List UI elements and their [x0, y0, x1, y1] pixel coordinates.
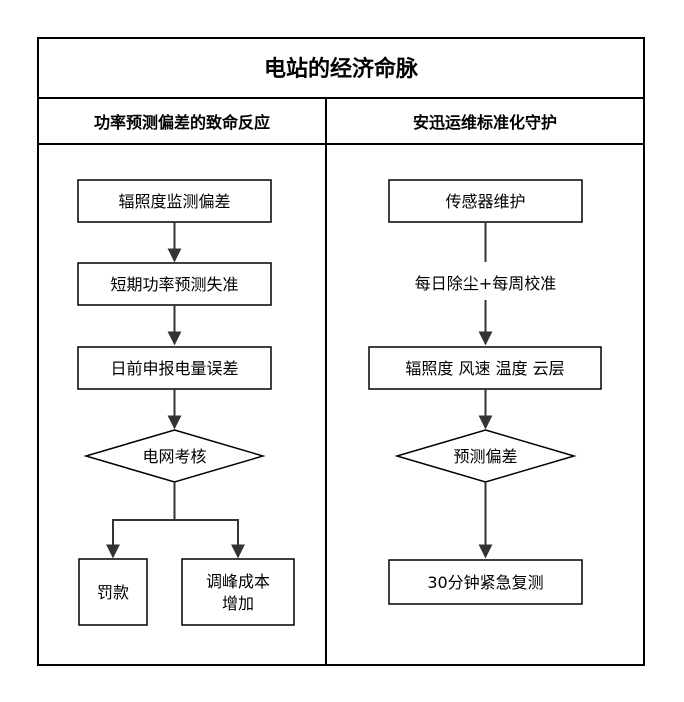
- left-decision-grid-assessment: 电网考核: [83, 429, 266, 483]
- left-step-label: 日前申报电量误差: [110, 359, 238, 378]
- left-step-label: 辐照度监测偏差: [118, 192, 230, 211]
- left-outcome-peak-shaving-cost: 调峰成本 增加: [181, 558, 295, 626]
- right-step-label: 30分钟紧急复测: [427, 573, 543, 592]
- right-step-label: 辐照度 风速 温度 云层: [405, 359, 564, 378]
- left-decision-label: 电网考核: [142, 447, 206, 466]
- left-step-forecast-inaccuracy: 短期功率预测失准: [77, 262, 272, 306]
- right-step-emergency-retest: 30分钟紧急复测: [388, 559, 583, 605]
- left-column-heading: 功率预测偏差的致命反应: [94, 113, 270, 132]
- left-step-label: 短期功率预测失准: [110, 275, 238, 294]
- right-edge-label: 每日除尘+每周校准: [415, 274, 556, 293]
- right-decision-label: 预测偏差: [453, 447, 517, 466]
- right-column-heading: 安迅运维标准化守护: [413, 113, 557, 132]
- left-outcome-fine: 罚款: [78, 558, 148, 626]
- left-step-irradiance-deviation: 辐照度监测偏差: [77, 179, 272, 223]
- diagram-title: 电站的经济命脉: [264, 56, 419, 82]
- fine-label: 罚款: [97, 583, 129, 602]
- right-step-sensor-maintenance: 传感器维护: [388, 179, 583, 223]
- peak-cost-label-line1: 调峰成本: [206, 572, 270, 591]
- peak-cost-label-line2: 增加: [222, 594, 254, 613]
- right-step-measurements: 辐照度 风速 温度 云层: [368, 346, 602, 390]
- left-step-declared-energy-error: 日前申报电量误差: [77, 346, 272, 390]
- right-decision-forecast-deviation: 预测偏差: [394, 429, 577, 483]
- right-step-label: 传感器维护: [445, 192, 525, 211]
